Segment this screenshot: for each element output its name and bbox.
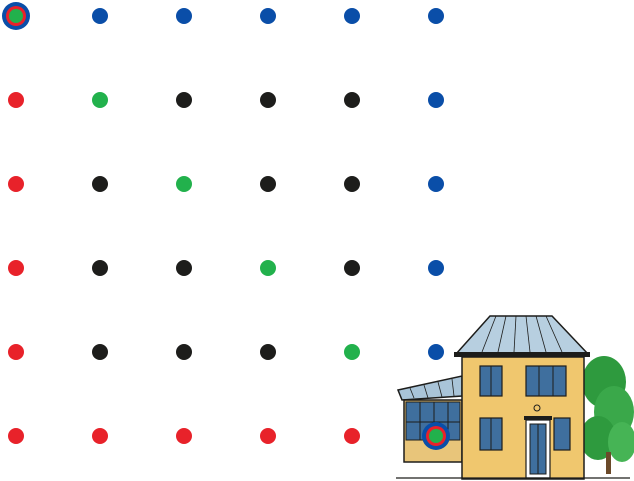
- start-dot: [2, 2, 30, 30]
- blue-dot: [176, 8, 192, 24]
- black-dot: [260, 176, 276, 192]
- red-dot: [8, 92, 24, 108]
- blue-dot: [428, 8, 444, 24]
- blue-dot: [260, 8, 276, 24]
- black-dot: [260, 344, 276, 360]
- black-dot: [92, 176, 108, 192]
- end-dot: [422, 422, 450, 450]
- blue-dot: [428, 176, 444, 192]
- red-dot: [8, 176, 24, 192]
- green-dot: [260, 260, 276, 276]
- black-dot: [344, 176, 360, 192]
- black-dot: [344, 260, 360, 276]
- green-dot: [92, 92, 108, 108]
- red-dot: [92, 428, 108, 444]
- blue-dot: [344, 8, 360, 24]
- blue-dot: [428, 344, 444, 360]
- red-dot: [344, 428, 360, 444]
- black-dot: [176, 260, 192, 276]
- red-dot: [176, 428, 192, 444]
- blue-dot: [92, 8, 108, 24]
- house-icon: [392, 312, 634, 481]
- black-dot: [260, 92, 276, 108]
- black-dot: [92, 260, 108, 276]
- black-dot: [176, 344, 192, 360]
- black-dot: [176, 92, 192, 108]
- red-dot: [260, 428, 276, 444]
- green-dot: [176, 176, 192, 192]
- green-dot: [344, 344, 360, 360]
- blue-dot: [428, 92, 444, 108]
- tree-icon: [580, 356, 634, 474]
- red-dot: [8, 428, 24, 444]
- blue-dot: [428, 260, 444, 276]
- black-dot: [344, 92, 360, 108]
- red-dot: [8, 344, 24, 360]
- black-dot: [92, 344, 108, 360]
- red-dot: [8, 260, 24, 276]
